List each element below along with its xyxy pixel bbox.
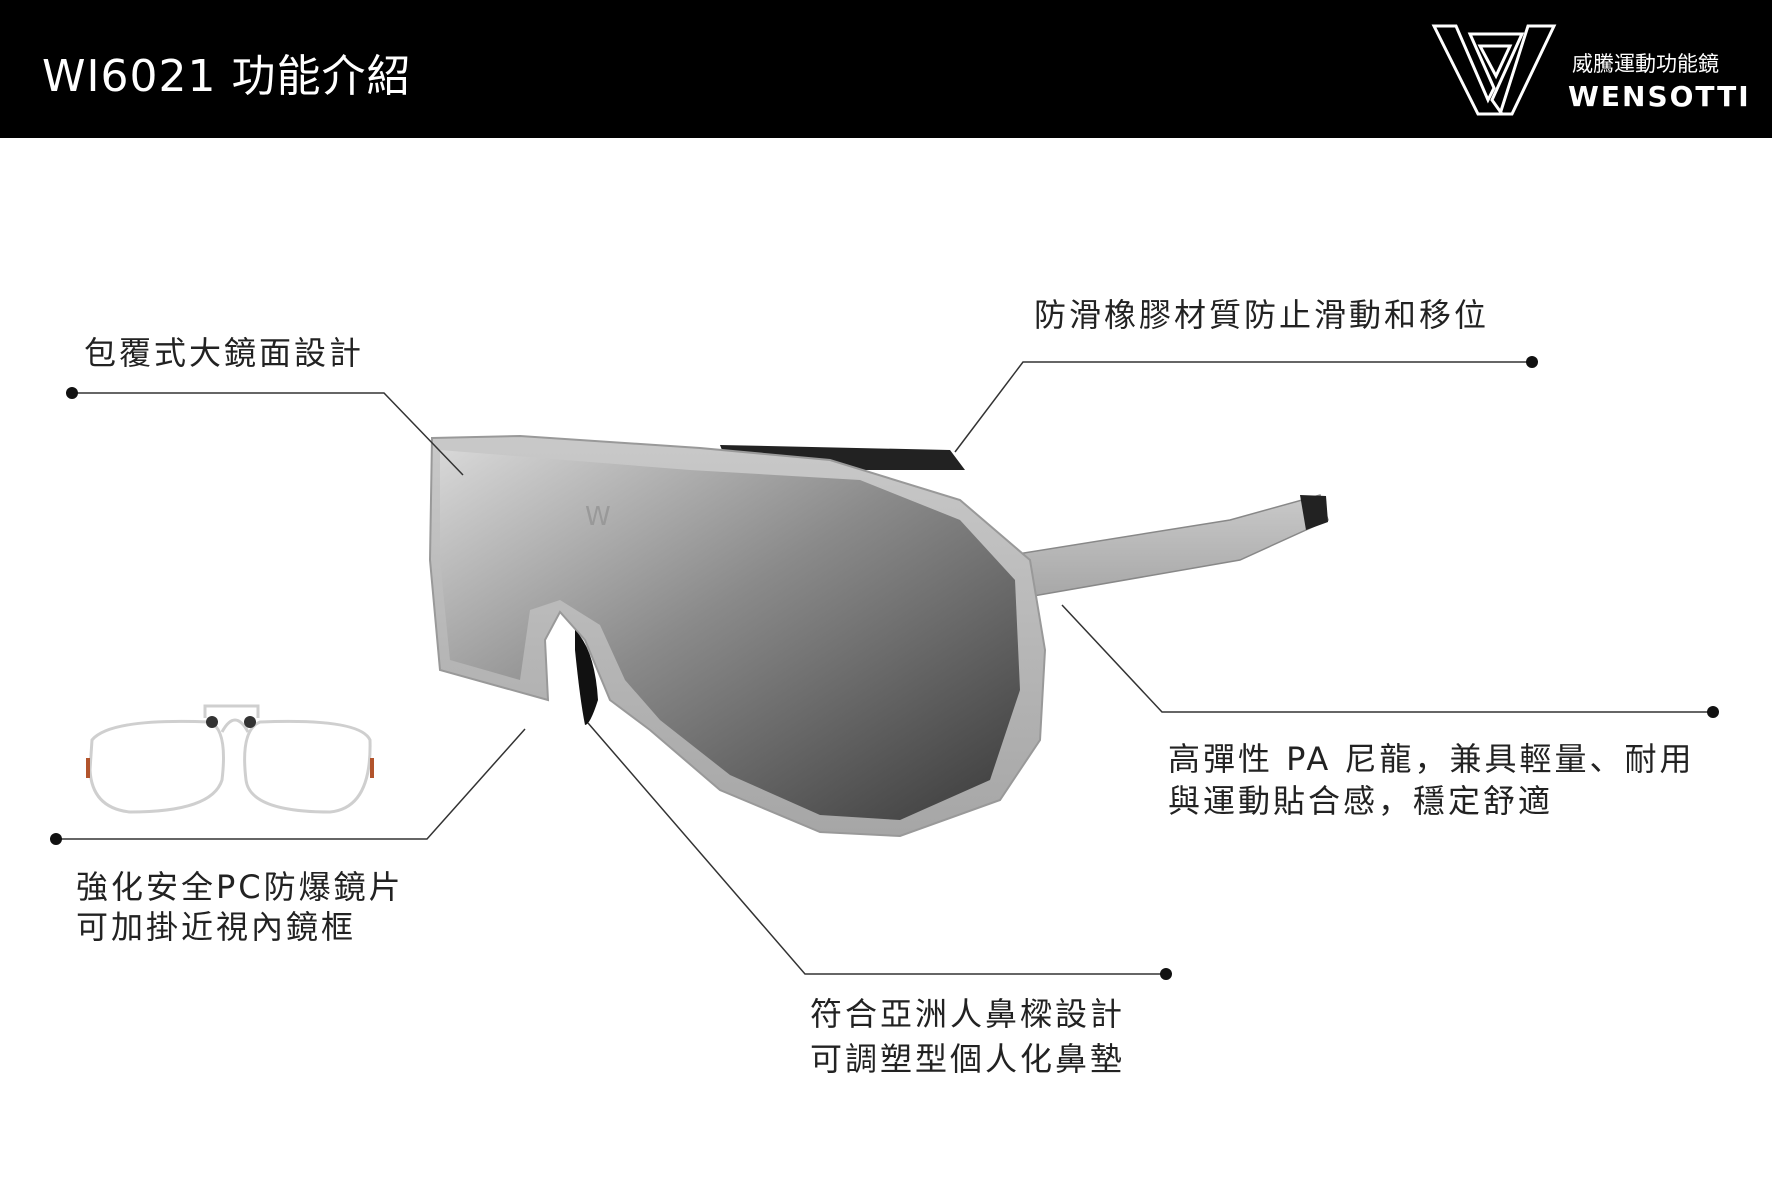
callout-pc-line1: 強化安全PC防爆鏡片 (76, 868, 404, 906)
callout-antislip: 防滑橡膠材質防止滑動和移位 (1034, 296, 1490, 334)
brand-logo: 威騰運動功能鏡 WENSOTTI (1430, 22, 1750, 118)
leader-lens (72, 392, 464, 476)
leader-nylon (1061, 604, 1713, 713)
brand-name-en: WENSOTTI (1568, 80, 1751, 113)
leader-pc (56, 728, 526, 840)
callout-lines (56, 361, 1713, 975)
callout-nylon-line1: 高彈性 PA 尼龍，兼具輕量、耐用 (1168, 740, 1695, 778)
callout-nose-line1: 符合亞洲人鼻樑設計 (810, 995, 1126, 1033)
callout-pc-line2: 可加掛近視內鏡框 (76, 908, 357, 946)
brand-name-cn: 威騰運動功能鏡 (1572, 52, 1719, 76)
callout-dots (50, 356, 1719, 980)
leader-nose (587, 722, 1166, 975)
callout-nylon-line2: 與運動貼合感，穩定舒適 (1168, 782, 1554, 820)
lens-logo-mark: W (585, 502, 611, 532)
callout-nose-line2: 可調塑型個人化鼻墊 (810, 1040, 1126, 1078)
header-bar: WI6021 功能介紹 威騰運動功能鏡 WENSOTTI (0, 0, 1772, 138)
page-title: WI6021 功能介紹 (42, 51, 412, 102)
w-logo-icon (1431, 24, 1557, 116)
lens (440, 450, 1020, 820)
temple-arm (720, 445, 1329, 601)
leader-antislip (954, 361, 1532, 453)
clip-on-optical-frame (86, 704, 374, 814)
callout-lens: 包覆式大鏡面設計 (84, 334, 365, 372)
nose-pad (575, 630, 598, 725)
